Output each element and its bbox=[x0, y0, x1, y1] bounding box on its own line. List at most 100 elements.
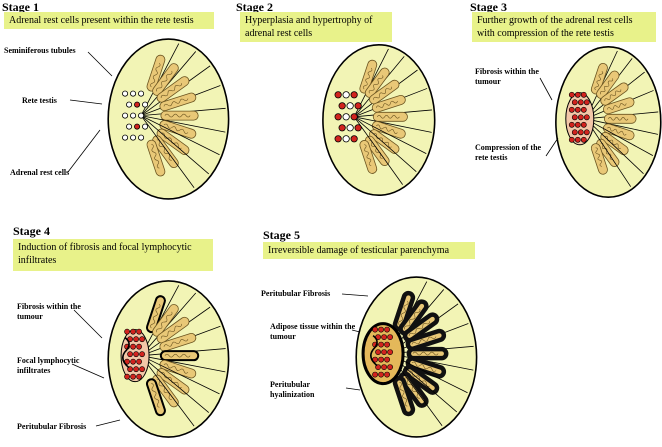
seminiferous-tubule-lobule bbox=[359, 140, 378, 174]
rete-testis bbox=[361, 322, 405, 386]
stage-4-title: Stage 4 bbox=[13, 224, 50, 238]
seminiferous-tubule-lobule bbox=[402, 312, 440, 343]
adrenal-rest-cell bbox=[372, 326, 378, 333]
seminiferous-tubule-lobule bbox=[359, 59, 378, 94]
lobule-septum bbox=[585, 118, 659, 135]
lobule-septum bbox=[140, 115, 210, 175]
adrenal-rest-cell bbox=[136, 328, 142, 335]
stage-4-testis-diagram bbox=[107, 280, 230, 438]
seminiferous-tubule-lobule bbox=[371, 95, 406, 113]
rete-channel bbox=[346, 124, 354, 132]
rete-channel bbox=[130, 112, 137, 119]
rete-channel bbox=[342, 113, 350, 121]
seminiferous-tubule-lobule bbox=[152, 304, 179, 337]
lobule-septum bbox=[585, 118, 654, 157]
lobule-septum bbox=[585, 118, 632, 187]
rete-channel bbox=[130, 90, 137, 97]
stage-1-title: Stage 1 bbox=[2, 0, 39, 14]
rete-channel bbox=[138, 90, 145, 97]
seminiferous-tubule-lobule bbox=[152, 374, 179, 408]
stage-2-testis-diagram bbox=[322, 44, 436, 196]
intratumoural-fibrosis bbox=[370, 334, 378, 367]
adrenal-rest-cell bbox=[354, 124, 362, 132]
seminiferous-tubule-lobule bbox=[156, 76, 190, 103]
adrenal-rest-cell bbox=[384, 326, 390, 333]
seminiferous-tubule-lobule bbox=[596, 70, 620, 99]
stage-4-label-peritubular-fibrosis: Peritubular Fibrosis bbox=[17, 422, 87, 431]
adrenal-rest-cell bbox=[574, 136, 581, 143]
stage-3-caption: Further growth of the adrenal rest cells… bbox=[472, 12, 656, 42]
stage-1-testis-diagram bbox=[107, 38, 230, 200]
adrenal-rest-cell bbox=[378, 341, 384, 348]
adrenal-rest-cell bbox=[571, 114, 578, 121]
stage-5-label-hyalinization: Peritubular hyalinization bbox=[270, 380, 315, 399]
adrenal-rest-cell bbox=[381, 364, 387, 370]
adrenal-rest-cell bbox=[127, 351, 133, 358]
adrenal-rest-cell bbox=[580, 121, 587, 128]
rete-channel bbox=[342, 91, 350, 99]
lobule-septum bbox=[354, 116, 432, 133]
adrenal-rest-cell bbox=[139, 366, 145, 373]
seminiferous-tubule-lobule bbox=[590, 143, 608, 175]
stage-3-testis-diagram bbox=[555, 46, 662, 198]
adrenal-rest-cell bbox=[387, 334, 393, 340]
adrenal-rest-cell bbox=[568, 91, 575, 98]
seminiferous-tubule-lobule bbox=[156, 316, 190, 344]
adrenal-rest-cell bbox=[130, 343, 136, 350]
adrenal-rest-cell bbox=[378, 326, 384, 333]
seminiferous-tubule-lobule bbox=[406, 346, 449, 361]
rete-channel bbox=[126, 101, 133, 108]
stage-1-label-rete-testis: Rete testis bbox=[22, 96, 57, 105]
adrenal-rest-cell bbox=[130, 373, 136, 380]
stage-2-title: Stage 2 bbox=[236, 0, 273, 14]
seminiferous-tubule-lobule bbox=[146, 139, 166, 177]
adrenal-rest-cell bbox=[574, 106, 581, 113]
adrenal-rest-cell bbox=[577, 99, 584, 106]
adrenal-rest-cell bbox=[372, 371, 378, 378]
stage-5-testis-diagram bbox=[355, 276, 478, 438]
adrenal-rest-cell bbox=[381, 334, 387, 340]
adrenal-rest-cell bbox=[130, 358, 136, 365]
rete-channel bbox=[126, 123, 133, 130]
seminiferous-tubule-lobule bbox=[152, 63, 179, 96]
seminiferous-tubule-lobule bbox=[145, 378, 166, 417]
adrenal-rest-cell bbox=[134, 123, 141, 130]
seminiferous-tubule-lobule bbox=[372, 111, 408, 122]
seminiferous-tubule-lobule bbox=[603, 113, 637, 124]
adrenal-rest-cell bbox=[568, 106, 575, 113]
rete-channel bbox=[122, 134, 129, 141]
adrenal-rest-cell bbox=[139, 336, 145, 343]
adrenal-rest-cell bbox=[354, 102, 362, 110]
stage-5-label-peritubular-fibrosis: Peritubular Fibrosis bbox=[261, 289, 331, 298]
adrenal-rest-cell bbox=[568, 136, 575, 143]
adrenal-rest-cell bbox=[338, 124, 346, 132]
lobule-septum bbox=[585, 118, 644, 174]
seminiferous-tubule-lobule bbox=[146, 54, 166, 92]
adrenal-rest-cell bbox=[387, 364, 393, 370]
rete-channel bbox=[342, 135, 350, 143]
adrenal-rest-cell bbox=[378, 371, 384, 378]
adrenal-rest-cell bbox=[139, 351, 145, 358]
adrenal-rest-cell bbox=[568, 121, 575, 128]
lobule-septum bbox=[140, 355, 220, 395]
rete-testis bbox=[122, 90, 149, 141]
lobule-septum bbox=[141, 355, 226, 373]
adrenal-rest-cell bbox=[571, 99, 578, 106]
seminiferous-tubule-lobule bbox=[152, 135, 179, 168]
lobule-septum bbox=[140, 115, 226, 133]
seminiferous-tubule-lobule bbox=[159, 92, 197, 112]
adrenal-rest-cell bbox=[580, 106, 587, 113]
seminiferous-tubule-lobule bbox=[405, 328, 447, 351]
stage-4-label-lymphocytic: Focal lymphocytic infiltrates bbox=[17, 356, 80, 375]
rete-channel bbox=[138, 112, 145, 119]
adrenal-rest-cell bbox=[136, 358, 142, 365]
lobule-septum bbox=[353, 116, 417, 172]
seminiferous-tubule-lobule bbox=[364, 67, 390, 98]
adrenal-rest-cell bbox=[583, 129, 590, 136]
adrenal-rest-cell bbox=[133, 351, 139, 358]
seminiferous-tubule-lobule bbox=[159, 332, 197, 352]
rete-channel bbox=[122, 90, 129, 97]
lobule-septum bbox=[140, 355, 195, 427]
adrenal-rest-cell bbox=[136, 373, 142, 380]
adrenal-rest-cell bbox=[580, 136, 587, 143]
